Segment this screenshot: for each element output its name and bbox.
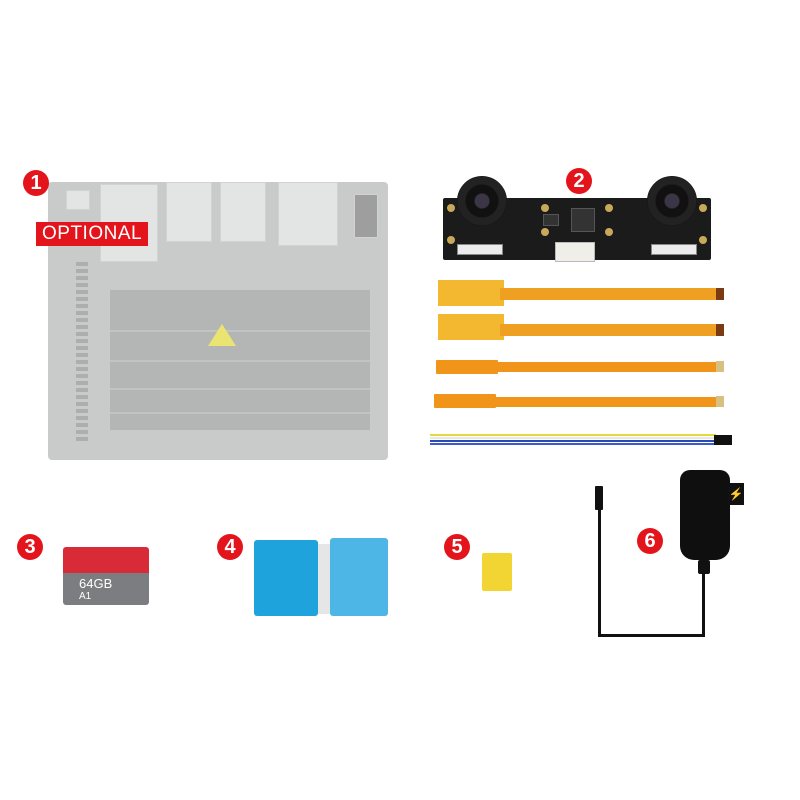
microsd-card: 64GB A1 bbox=[63, 547, 149, 605]
optional-tag: OPTIONAL bbox=[36, 222, 149, 246]
power-adapter bbox=[680, 470, 730, 560]
sd-marks: A1 bbox=[79, 591, 92, 602]
heatsink bbox=[110, 290, 370, 430]
item-badge-5: 5 bbox=[444, 534, 470, 560]
item-badge-6: 6 bbox=[637, 528, 663, 554]
developer-board-image bbox=[48, 182, 388, 460]
micro-usb-port bbox=[66, 190, 90, 210]
warning-triangle-icon bbox=[208, 324, 236, 346]
dupont-connector bbox=[714, 435, 732, 445]
item-badge-1: 1 bbox=[23, 170, 49, 196]
white-connector bbox=[555, 242, 595, 262]
jumper-cap bbox=[482, 553, 512, 591]
lightning-icon: ⚡ bbox=[728, 483, 744, 505]
ffc-slot-right bbox=[651, 244, 697, 255]
camera-lens-left bbox=[457, 176, 507, 226]
stereo-camera-module bbox=[443, 176, 711, 262]
item-badge-4: 4 bbox=[217, 534, 243, 560]
item-badge-3: 3 bbox=[17, 534, 43, 560]
usb-port bbox=[220, 182, 266, 242]
sd-capacity: 64GB bbox=[79, 576, 113, 591]
gpio-header bbox=[76, 262, 88, 442]
power-jack bbox=[354, 194, 378, 238]
usb-port bbox=[166, 182, 212, 242]
item-badge-2: 2 bbox=[566, 168, 592, 194]
ffc-slot-left bbox=[457, 244, 503, 255]
usb-port bbox=[278, 182, 338, 246]
camera-lens-right bbox=[647, 176, 697, 226]
